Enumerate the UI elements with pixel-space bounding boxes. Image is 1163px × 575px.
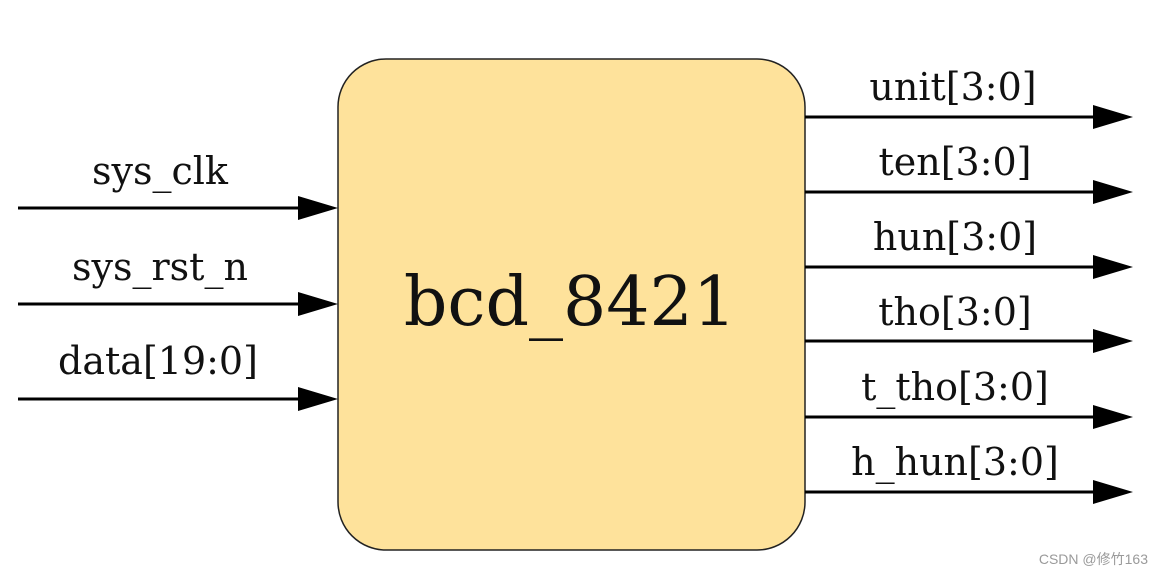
arrowhead-icon bbox=[1093, 105, 1133, 129]
arrowhead-icon bbox=[298, 387, 338, 411]
output-port-t-tho: t_tho[3:0] bbox=[805, 365, 1133, 429]
arrowhead-icon bbox=[1093, 405, 1133, 429]
output-label: unit[3:0] bbox=[869, 65, 1036, 109]
output-label: h_hun[3:0] bbox=[851, 440, 1059, 485]
output-label: hun[3:0] bbox=[873, 215, 1037, 259]
arrowhead-icon bbox=[1093, 255, 1133, 279]
output-port-h-hun: h_hun[3:0] bbox=[805, 440, 1133, 504]
module-block bbox=[337, 58, 806, 551]
output-port-ten: ten[3:0] bbox=[805, 140, 1133, 204]
arrowhead-icon bbox=[1093, 480, 1133, 504]
output-port-tho: tho[3:0] bbox=[805, 290, 1133, 353]
arrowhead-icon bbox=[1093, 180, 1133, 204]
watermark: CSDN @修竹163 bbox=[1039, 551, 1148, 567]
output-label: t_tho[3:0] bbox=[861, 365, 1049, 410]
input-port-data: data[19:0] bbox=[18, 339, 338, 411]
arrowhead-icon bbox=[1093, 329, 1133, 353]
output-port-hun: hun[3:0] bbox=[805, 215, 1133, 279]
input-label: sys_clk bbox=[92, 149, 229, 194]
output-label: ten[3:0] bbox=[878, 140, 1031, 184]
input-port-sys-clk: sys_clk bbox=[18, 149, 338, 220]
arrowhead-icon bbox=[298, 292, 338, 316]
output-port-unit: unit[3:0] bbox=[805, 65, 1133, 129]
input-label: data[19:0] bbox=[58, 339, 258, 383]
input-label: sys_rst_n bbox=[72, 245, 248, 290]
arrowhead-icon bbox=[298, 196, 338, 220]
input-port-sys-rst-n: sys_rst_n bbox=[18, 245, 338, 316]
output-label: tho[3:0] bbox=[878, 290, 1031, 334]
module-name: bcd_8421 bbox=[404, 263, 736, 342]
